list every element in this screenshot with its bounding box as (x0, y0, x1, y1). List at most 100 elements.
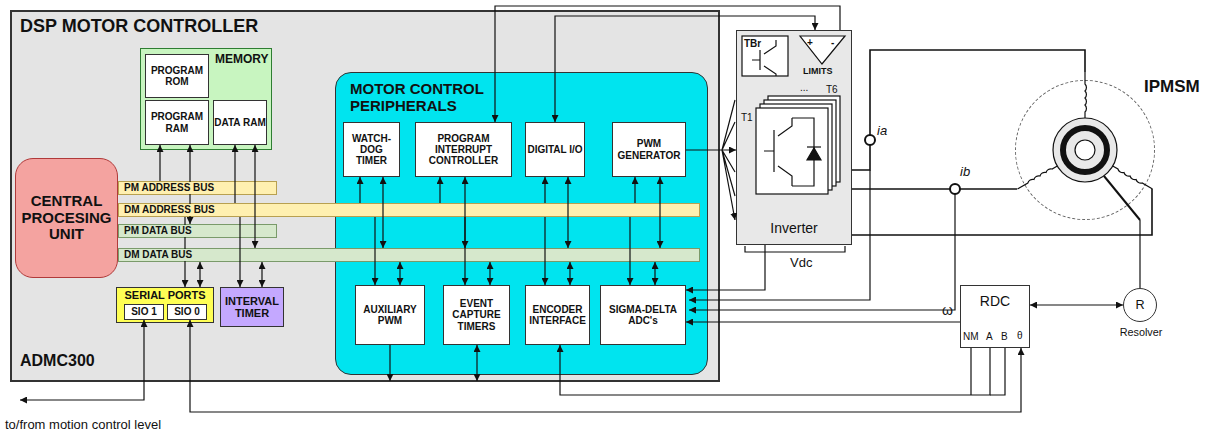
switch-card (768, 96, 840, 182)
box-label: RDC (961, 294, 1029, 310)
connector (1030, 304, 1123, 305)
winding-coil (1112, 166, 1153, 190)
connector (560, 345, 990, 395)
resolver-circle: RResolver (1123, 288, 1157, 322)
pin-name: A (986, 331, 993, 342)
peripheral-box: WATCH-DOG TIMER (343, 122, 400, 177)
connector (359, 177, 360, 203)
encoder-signal-line (971, 348, 1005, 395)
bus-band: PM ADDRESS BUS (118, 181, 277, 195)
rotor-magnet-ring (1063, 128, 1107, 172)
connector (654, 262, 655, 285)
phase-wire (852, 188, 1017, 190)
connector (464, 217, 465, 285)
box-label: SIO 1 (131, 306, 157, 317)
current-sense-line (689, 170, 870, 300)
box-label: WATCH-DOG TIMER (344, 133, 399, 167)
pin-name: θ (1017, 330, 1023, 341)
connector (1139, 220, 1140, 288)
aux-pwm-output (389, 345, 390, 381)
dc-link-bracket (745, 246, 845, 252)
connector (254, 145, 255, 248)
box-label: DIGITAL I/O (527, 144, 582, 155)
bus-band: DM ADDRESS BUS (118, 203, 700, 217)
peripheral-box: PROGRAM INTERRUPT CONTROLLER (415, 122, 512, 177)
connector (544, 177, 545, 203)
switch-card (764, 100, 836, 186)
bus-band: DM DATA BUS (118, 248, 700, 262)
pin-name: NM (963, 331, 979, 342)
serial-port-box: SIO 1 (124, 304, 164, 320)
winding-coil (1017, 165, 1058, 189)
bus-band: PM DATA BUS (118, 224, 277, 238)
motor-circle: IPMSM (1015, 80, 1155, 220)
box-label: IPMSM (1144, 77, 1200, 96)
peripheral-box: ENCODER INTERFACE (525, 285, 590, 345)
current-sense-line (689, 194, 955, 310)
connector (189, 145, 190, 224)
box-label: AUXILIARY PWM (356, 304, 424, 326)
part-label: T6 (826, 84, 838, 95)
comparator-symbol (800, 36, 845, 64)
signal-name: ω (942, 303, 953, 318)
box-label: EVENT CAPTURE TIMERS (444, 298, 509, 332)
peripheral-box: AUXILIARY PWM (355, 285, 425, 345)
gate-signal-lines (722, 100, 735, 220)
box-label: CENTRAL PROCESING UNIT (16, 193, 117, 243)
box-label: ENCODER INTERFACE (526, 304, 589, 326)
part-label: T1 (741, 112, 753, 123)
inverter-box: Inverter (736, 30, 852, 245)
peripheral-box: DIGITAL I/O (525, 122, 585, 177)
shaft (1104, 176, 1140, 220)
memory-box: PROGRAM RAM (145, 100, 209, 145)
connector (464, 177, 465, 248)
connector (374, 217, 375, 285)
diode-bar (807, 146, 821, 147)
connector (439, 177, 440, 203)
switch-card (756, 108, 828, 194)
serial-link-line (20, 320, 144, 400)
igbt-symbol (764, 118, 814, 186)
controller-housing: DSP MOTOR CONTROLLER ADMC300 MEMORY PROGRAM… (10, 10, 720, 382)
peripheral-box: EVENT CAPTURE TIMERS (443, 285, 510, 345)
brake-transistor-box (742, 36, 788, 76)
part-label: ... (800, 82, 808, 93)
connector (199, 262, 200, 287)
connector (544, 217, 545, 285)
stator-windings (1017, 72, 1153, 190)
box-caption: ADMC300 (20, 352, 95, 370)
connector (495, 6, 840, 122)
connector (234, 145, 235, 203)
box-label: MOTOR CONTROL PERIPHERALS (350, 81, 490, 115)
current-sensor (865, 135, 875, 145)
memory-box: DATA RAM (213, 100, 267, 145)
box-label: SIGMA-DELTA ADC's (601, 304, 685, 326)
box-label: INTERVAL TIMER (221, 295, 283, 320)
connector (184, 217, 185, 287)
box-label: PROGRAM ROM (146, 65, 208, 87)
box-label: PM ADDRESS BUS (122, 182, 216, 194)
comparator-pin: - (831, 37, 834, 48)
connector (686, 321, 960, 322)
box-label: PWM GENERATOR (613, 138, 685, 160)
diode-symbol (807, 148, 821, 160)
connector (239, 217, 240, 287)
connector (190, 320, 1021, 412)
connector (634, 177, 635, 203)
box-label: SIO 0 (174, 306, 200, 317)
peripheral-box: PWM GENERATOR (612, 122, 686, 177)
connector (659, 177, 660, 248)
rotor (1053, 118, 1117, 182)
box-label: DATA RAM (214, 117, 265, 128)
signal-name: ia (877, 124, 887, 138)
box-label: DSP MOTOR CONTROLLER (20, 16, 258, 36)
box-label: PM DATA BUS (122, 225, 194, 237)
connector (555, 16, 815, 122)
box-caption: Resolver (1108, 326, 1174, 338)
connector (489, 262, 490, 285)
connector (382, 177, 383, 248)
timer-box: INTERVAL TIMER (220, 287, 284, 327)
connector (852, 220, 1152, 235)
connector (159, 145, 160, 181)
box-label: MEMORY (215, 53, 269, 66)
